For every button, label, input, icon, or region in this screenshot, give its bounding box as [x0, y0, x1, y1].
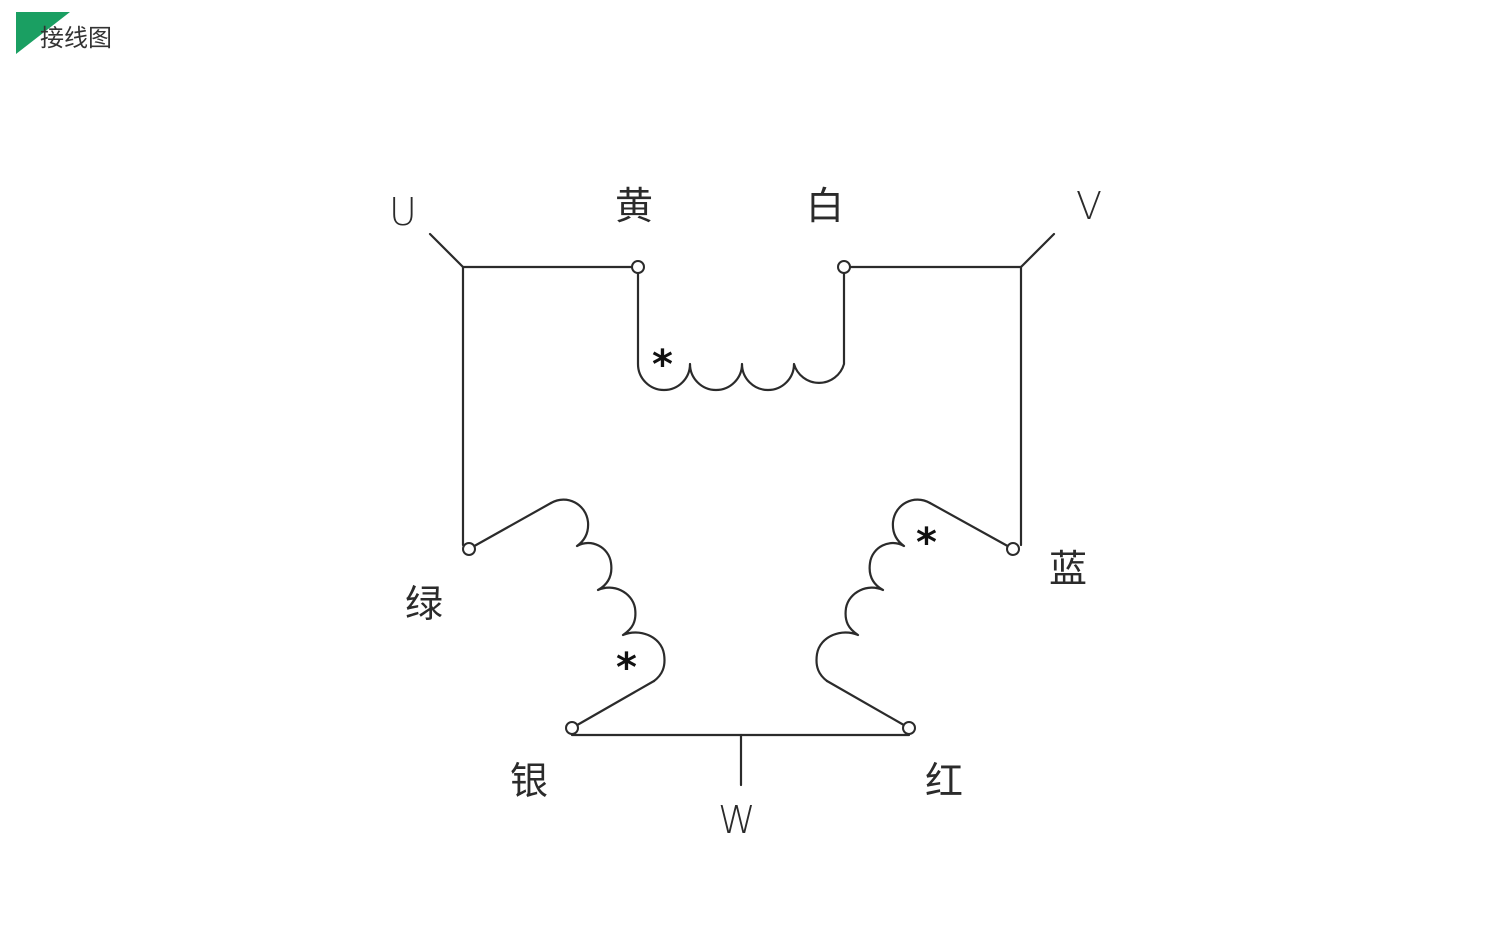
u-lead-line	[428, 232, 465, 269]
page-title: 接线图	[40, 24, 112, 52]
page-header: 接线图	[16, 12, 156, 56]
terminal-dot-icon	[837, 260, 851, 274]
top-coil	[636, 265, 846, 392]
v-lead-line	[1019, 232, 1056, 269]
left-coil	[549, 498, 666, 683]
polarity-star-icon: *	[916, 520, 937, 566]
terminal-dot-icon	[1006, 542, 1020, 556]
phase-label-w: W	[718, 798, 756, 842]
wire-label-green: 绿	[405, 582, 444, 626]
right-coil-lead-bottom	[825, 679, 911, 730]
terminal-dot-icon	[631, 260, 645, 274]
header-flag-icon	[16, 12, 70, 54]
left-coil-lead-top	[467, 501, 553, 551]
right-coil-lead-top	[928, 501, 1015, 551]
phase-label-u: U	[389, 190, 417, 234]
left-coil-lead-bottom	[570, 679, 656, 730]
terminal-dot-icon	[565, 721, 579, 735]
phase-label-v: V	[1076, 184, 1102, 228]
polarity-star-icon: *	[652, 342, 673, 388]
terminal-dot-icon	[462, 542, 476, 556]
right-coil	[815, 498, 932, 683]
wire-label-yellow: 黄	[615, 184, 654, 228]
terminal-dot-icon	[902, 721, 916, 735]
polarity-star-icon: *	[616, 645, 637, 691]
wire-label-white: 白	[806, 184, 845, 228]
wire-label-silver: 银	[510, 759, 549, 803]
wire-label-red: 红	[925, 759, 964, 803]
wire-label-blue: 蓝	[1049, 547, 1088, 591]
